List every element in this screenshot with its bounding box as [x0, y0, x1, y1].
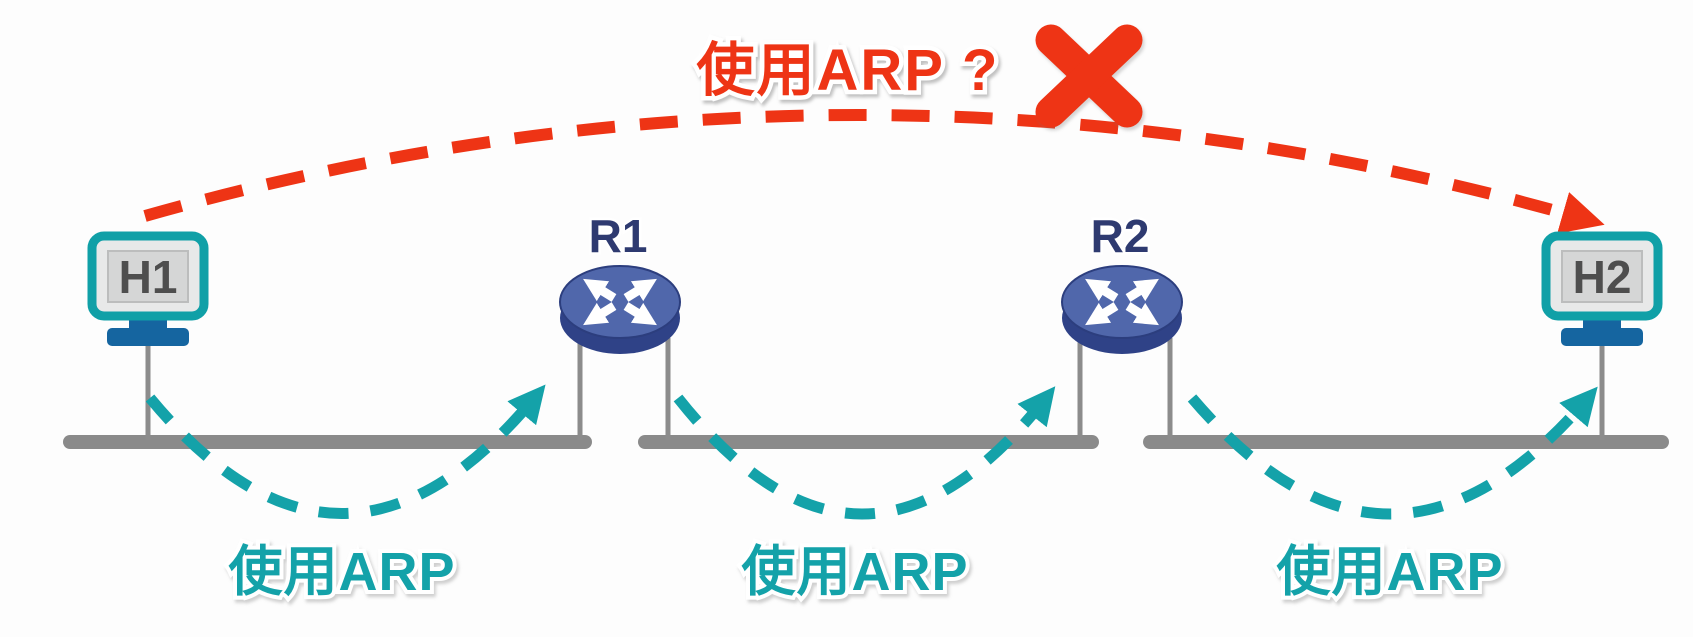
drop-links — [145, 338, 1605, 440]
arp-arc-segment-3 — [1187, 386, 1598, 520]
end-to-end-arp-question: 使用ARP ? — [143, 24, 1605, 234]
red-x-icon — [1035, 24, 1143, 128]
router-r1-label: R1 — [589, 210, 648, 262]
arp-arc-label-2: 使用ARP — [741, 542, 968, 602]
arp-arc-segment-1 — [145, 384, 546, 519]
router-icon — [1061, 265, 1183, 354]
host-h2: H2 — [1541, 231, 1663, 346]
arp-arc-label-1: 使用ARP — [228, 542, 455, 602]
router-r2: R2 — [1061, 208, 1183, 354]
router-icon — [559, 265, 681, 354]
host-h2-label: H2 — [1573, 251, 1632, 303]
arp-arc-label-3: 使用ARP — [1276, 542, 1503, 602]
host-h1-label: H1 — [119, 251, 178, 303]
router-r1: R1 — [559, 208, 681, 354]
arp-arc-segment-2 — [673, 386, 1056, 520]
diagram-title: 使用ARP ? — [697, 38, 1000, 103]
computer-monitor-icon — [1541, 231, 1663, 346]
computer-monitor-icon — [87, 231, 209, 346]
red-dashed-arrow — [143, 109, 1605, 234]
router-r2-label: R2 — [1091, 210, 1150, 262]
arp-arcs: 使用ARP 使用ARP 使用ARP — [145, 384, 1598, 606]
host-h1: H1 — [87, 231, 209, 346]
